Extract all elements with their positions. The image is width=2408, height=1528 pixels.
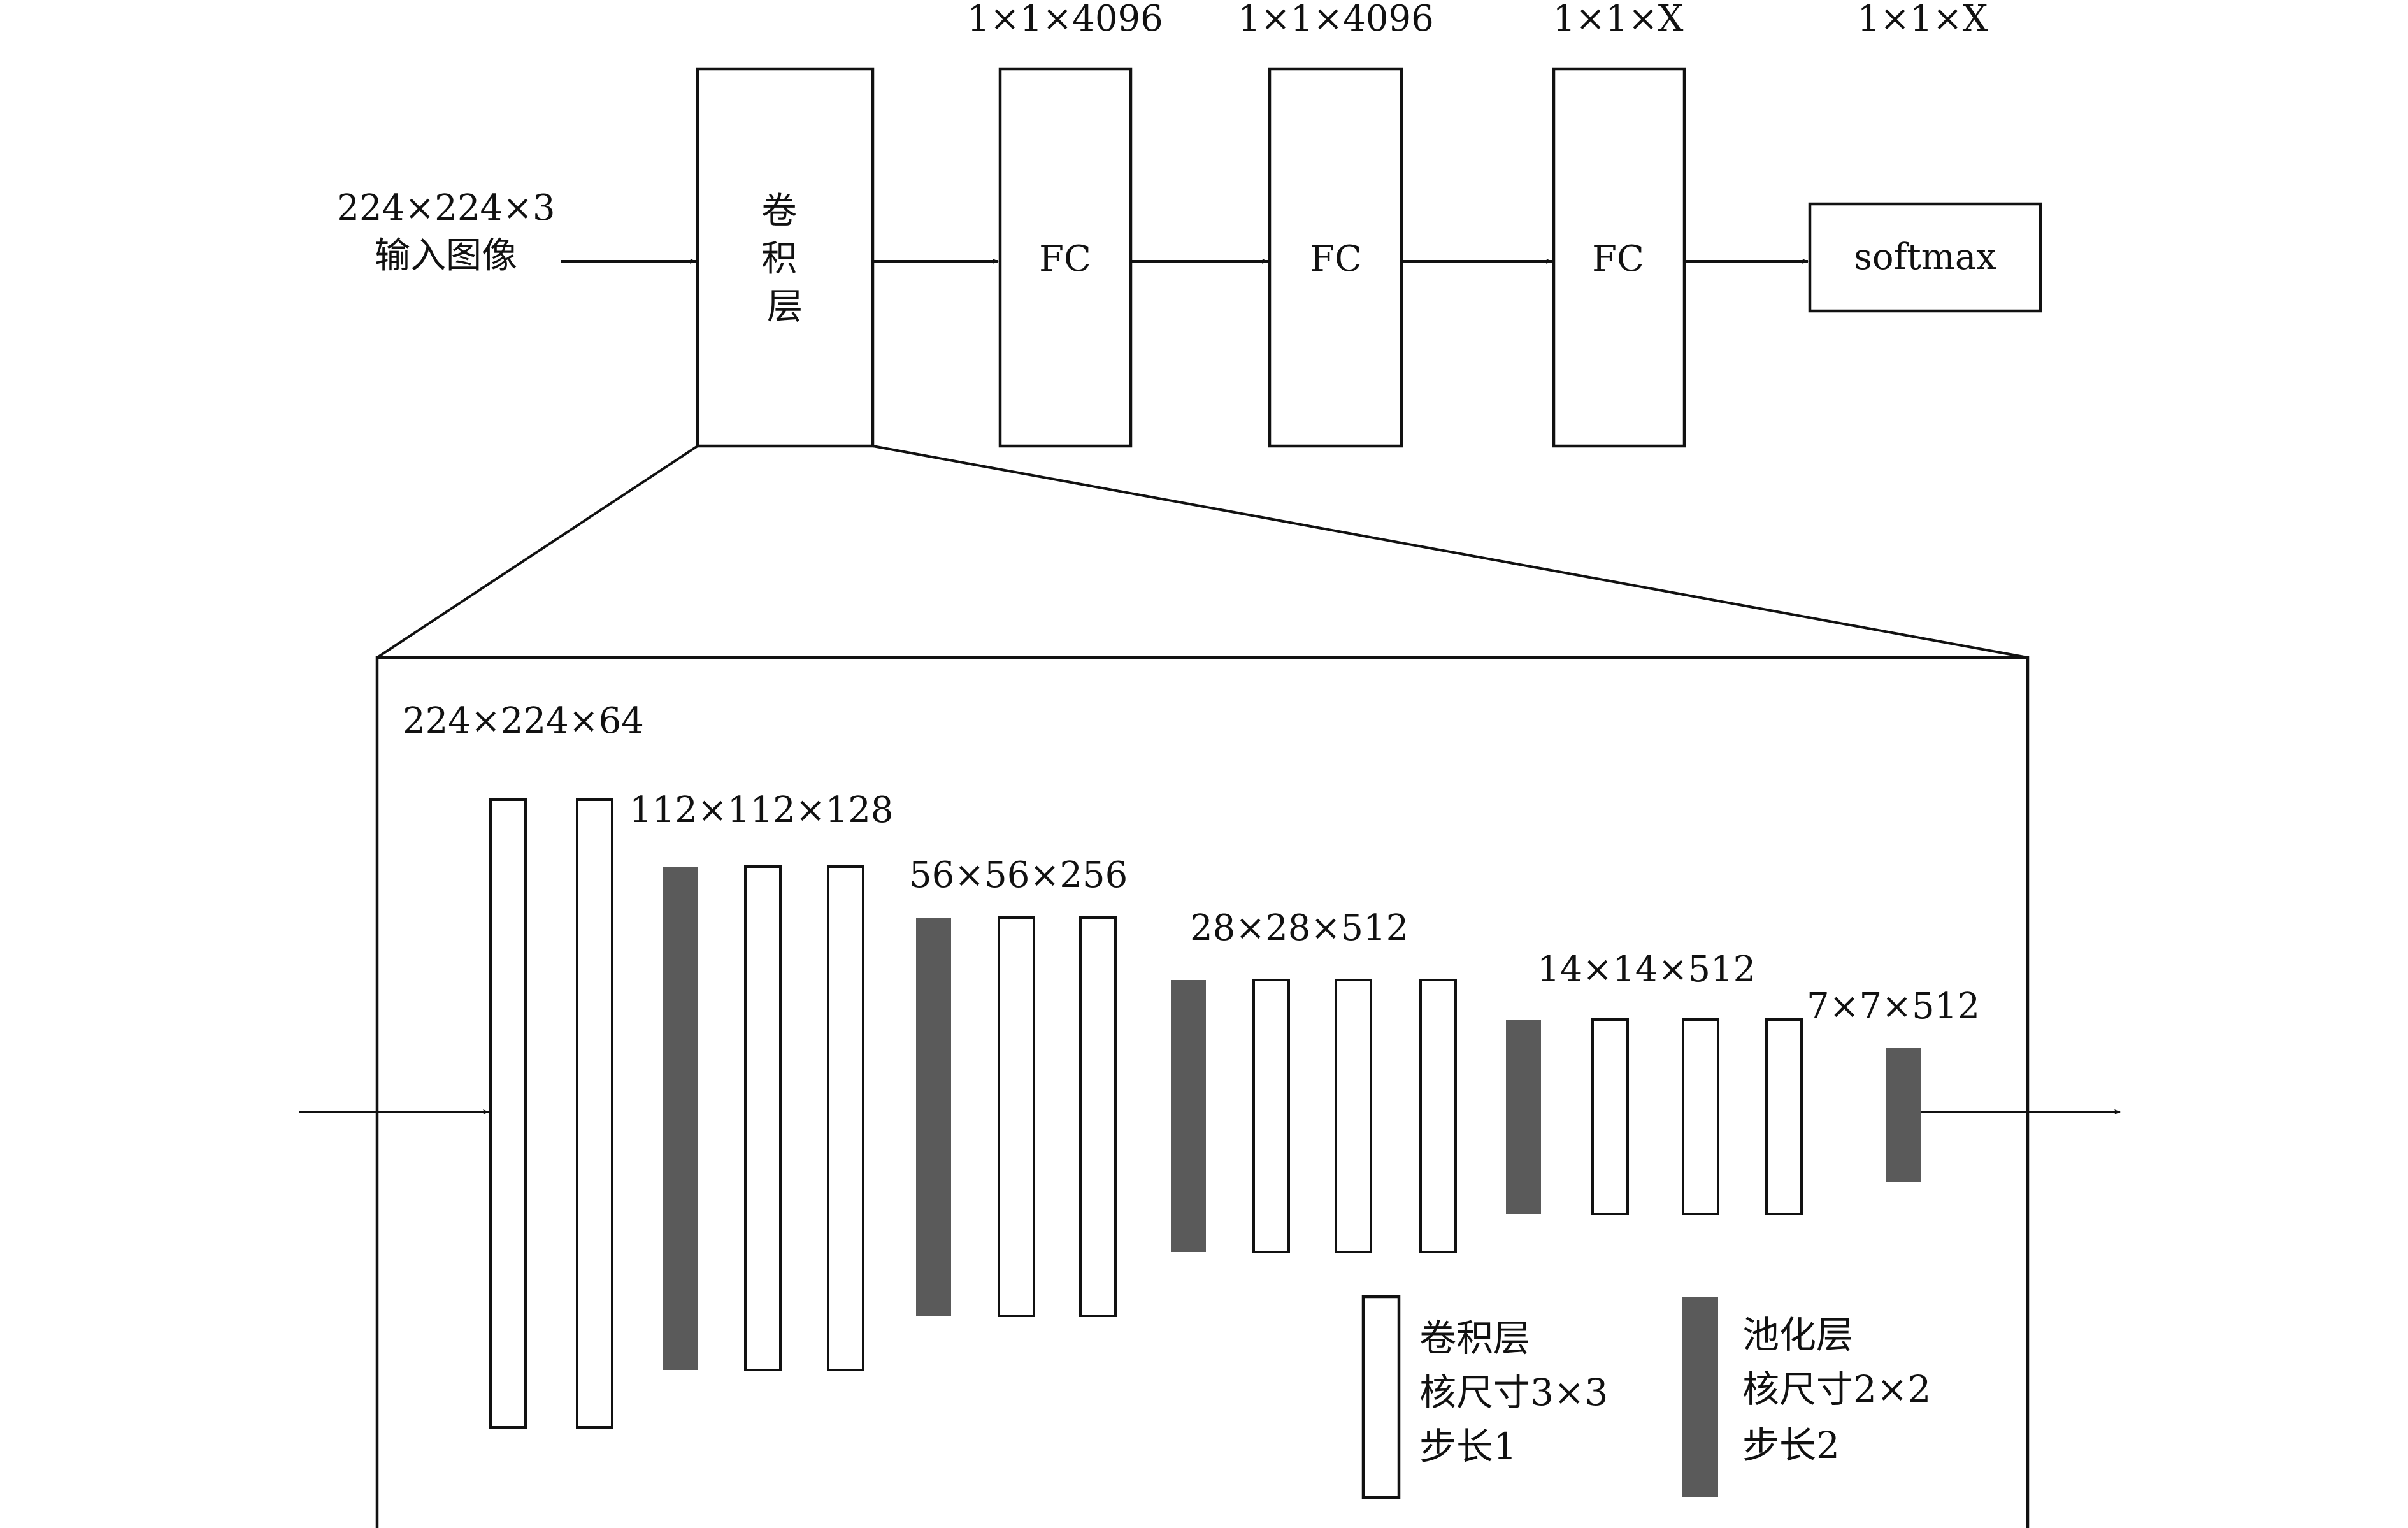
fc2-box xyxy=(1268,67,1403,448)
stage-label-5: 14×14×512 xyxy=(1537,949,1756,990)
legend-conv-line2: 核尺寸3×3 xyxy=(1419,1371,1608,1414)
conv-layer-bar xyxy=(1682,1018,1719,1215)
input-image-label: 输入图像 xyxy=(375,235,517,277)
legend-pool-line1: 池化层 xyxy=(1742,1313,1853,1357)
conv-layer-bar xyxy=(1335,979,1372,1253)
fc3-label: FC xyxy=(1592,238,1644,280)
conv-block-label: 卷 积 层 xyxy=(761,191,808,328)
stage-label-3: 56×56×256 xyxy=(909,854,1128,896)
zoom-line-left xyxy=(376,445,699,659)
legend-pool-line2: 核尺寸2×2 xyxy=(1742,1367,1931,1411)
conv-layer-bar xyxy=(1419,979,1457,1253)
pool-layer-bar xyxy=(1886,1048,1921,1182)
legend-conv: 卷积层 核尺寸3×3 步长1 xyxy=(1361,1295,1608,1499)
conv-block xyxy=(696,67,875,448)
stage-label-4: 28×28×512 xyxy=(1190,907,1408,949)
fc1-dims: 1×1×4096 xyxy=(967,0,1163,40)
legend-conv-line3: 步长1 xyxy=(1419,1425,1517,1468)
legend-conv-line1: 卷积层 xyxy=(1419,1316,1530,1360)
conv-layer-bar xyxy=(744,865,782,1371)
legend-pool-swatch xyxy=(1682,1297,1718,1497)
pool-layer-bar xyxy=(1171,980,1206,1252)
stage-label-1: 224×224×64 xyxy=(403,700,644,742)
fc1-box xyxy=(998,67,1133,448)
legend-conv-swatch xyxy=(1361,1295,1401,1499)
fc3-box xyxy=(1552,67,1686,448)
softmax-dims: 1×1×X xyxy=(1858,0,1988,40)
stage-label-2: 112×112×128 xyxy=(629,789,894,831)
input-dims: 224×224×3 xyxy=(336,187,555,229)
legend-pool-line3: 步长2 xyxy=(1742,1423,1840,1467)
layer-bars xyxy=(489,798,1921,1429)
conv-layer-bar xyxy=(489,798,527,1429)
top-pipeline: 224×224×3 输入图像 卷 积 层 1×1×4096 FC 1×1×409… xyxy=(336,0,2042,448)
conv-layer-bar xyxy=(827,865,864,1371)
softmax-box xyxy=(1808,202,2042,313)
conv-layer-bar xyxy=(1765,1018,1803,1215)
conv-detail-panel: 224×224×64 112×112×128 56×56×256 28×28×5… xyxy=(299,656,2121,1528)
fc2-dims: 1×1×4096 xyxy=(1238,0,1434,40)
fc1-label: FC xyxy=(1039,238,1091,280)
fc3-dims: 1×1×X xyxy=(1553,0,1684,40)
pool-layer-bar xyxy=(663,867,698,1370)
fc2-label: FC xyxy=(1310,238,1362,280)
pool-layer-bar xyxy=(1506,1020,1541,1214)
conv-layer-bar xyxy=(1079,916,1117,1317)
zoom-line-right xyxy=(872,445,2028,659)
conv-layer-bar xyxy=(998,916,1035,1317)
legend-pool: 池化层 核尺寸2×2 步长2 xyxy=(1682,1297,1931,1497)
conv-layer-bar xyxy=(1252,979,1290,1253)
softmax-label: softmax xyxy=(1854,236,1996,278)
pool-layer-bar xyxy=(916,918,951,1316)
conv-layer-bar xyxy=(576,798,613,1429)
stage-label-6: 7×7×512 xyxy=(1807,986,1980,1027)
conv-layer-bar xyxy=(1591,1018,1629,1215)
